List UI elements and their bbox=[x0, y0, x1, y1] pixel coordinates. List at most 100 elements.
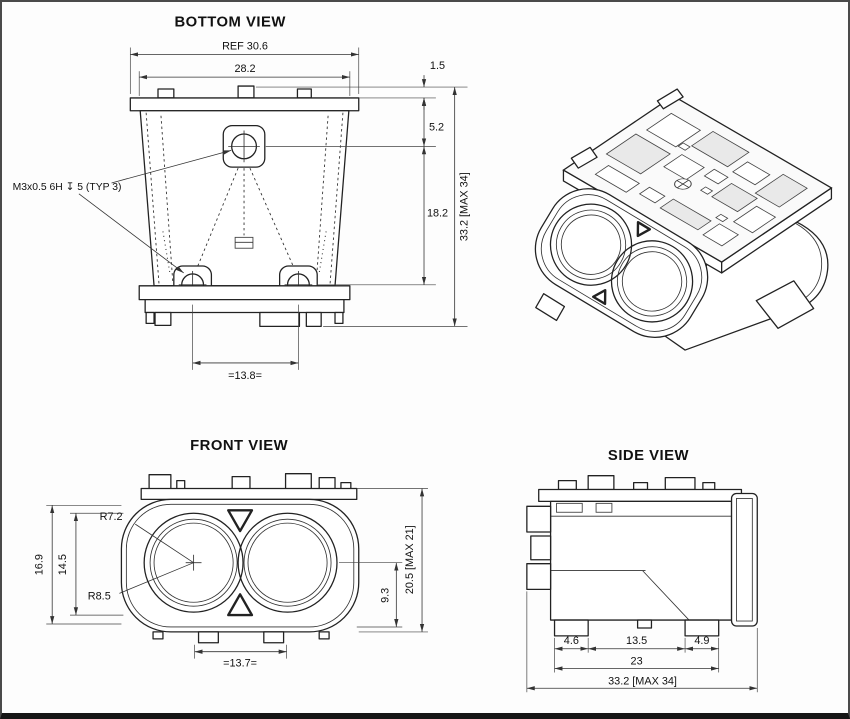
side-flange bbox=[730, 492, 758, 627]
pcb-component bbox=[645, 112, 702, 148]
dim-lens-center-to-base: 9.3 bbox=[379, 588, 391, 603]
front-body-inner-outline bbox=[125, 503, 355, 628]
bottom-top-tab bbox=[237, 85, 255, 99]
dim-height-inner: 14.5 bbox=[57, 554, 69, 575]
leader-line bbox=[111, 149, 232, 184]
front-view-title: FRONT VIEW bbox=[190, 438, 288, 454]
iso-lens-ring bbox=[560, 214, 622, 275]
dim-radius-outer: R8.5 bbox=[88, 590, 111, 602]
iso-pcb-components bbox=[594, 112, 808, 247]
side-pcb-bump bbox=[587, 475, 615, 491]
side-foot bbox=[636, 619, 653, 629]
bottom-foot bbox=[259, 311, 301, 327]
pcb-component bbox=[594, 164, 641, 193]
side-rear-block bbox=[526, 505, 552, 533]
hidden-edge bbox=[160, 115, 174, 283]
dim-overall-length: 33.2 [MAX 34] bbox=[608, 675, 677, 687]
leader-line bbox=[78, 193, 184, 274]
iso-lens-left bbox=[549, 203, 633, 286]
side-pcb-strip bbox=[538, 488, 743, 503]
pcb-component bbox=[702, 223, 740, 247]
iso-pcb-bump bbox=[570, 146, 598, 169]
front-lens-ring bbox=[153, 522, 234, 603]
side-foot bbox=[553, 619, 589, 637]
side-pcb-bump bbox=[664, 477, 696, 491]
dim-hole-top-offset: 5.2 bbox=[429, 122, 444, 134]
front-body-outline bbox=[120, 498, 360, 633]
front-pcb-strip bbox=[140, 487, 358, 501]
side-view-title: SIDE VIEW bbox=[608, 448, 689, 464]
pcb-component bbox=[715, 213, 729, 223]
bottom-view-dimensions: REF 30.6 28.2 1.5 5.2 18.2 33.2 [MAX bbox=[13, 40, 471, 381]
pcb-component bbox=[690, 130, 750, 168]
hidden-edge bbox=[145, 112, 160, 284]
dim-overall-height: 33.2 [MAX 34] bbox=[459, 172, 471, 241]
side-flange-inner bbox=[736, 497, 753, 622]
pcb-component bbox=[659, 198, 712, 231]
front-pcb-bump bbox=[231, 476, 251, 491]
front-view-drawing bbox=[120, 473, 360, 644]
front-view: FRONT VIEW bbox=[33, 438, 428, 670]
thread-callout: M3x0.5 6H ↧ 5 (TYP 3) bbox=[13, 182, 122, 193]
front-lens-ring bbox=[149, 518, 238, 607]
pcb-chip bbox=[605, 133, 671, 175]
radius-leader bbox=[119, 562, 194, 594]
pcb-component bbox=[711, 182, 758, 213]
front-lens-left bbox=[143, 512, 244, 613]
iso-lens-ring bbox=[621, 251, 683, 312]
dim-body-width: 28.2 bbox=[234, 63, 255, 75]
side-diagonal-line bbox=[642, 570, 690, 621]
pcb-component bbox=[732, 161, 771, 186]
front-triangle-mark-bottom bbox=[227, 593, 254, 617]
front-foot bbox=[197, 631, 219, 644]
front-pcb-bump bbox=[148, 474, 172, 491]
bottom-foot bbox=[145, 311, 155, 325]
front-lens-right bbox=[237, 512, 338, 613]
side-body bbox=[549, 500, 733, 621]
dim-radius-inner: R7.2 bbox=[100, 511, 123, 523]
pcb-component bbox=[732, 205, 777, 234]
dim-foot-left-width: 4.6 bbox=[564, 635, 579, 647]
side-pcb-bump bbox=[557, 479, 577, 491]
side-view-dimensions: 4.6 13.5 4.9 23 33.2 [MAX 34] bbox=[526, 591, 758, 693]
front-foot bbox=[318, 631, 330, 640]
pcb-component bbox=[677, 142, 691, 151]
pcb-component bbox=[699, 186, 714, 195]
dim-hole-vertical-spacing: 18.2 bbox=[427, 208, 448, 220]
iso-triangle-mark-bottom bbox=[591, 288, 607, 306]
bottom-view-title: BOTTOM VIEW bbox=[174, 15, 285, 31]
dim-foot-right-width: 4.9 bbox=[694, 635, 709, 647]
side-pcb-bump bbox=[702, 481, 716, 491]
iso-triangle-mark-top bbox=[636, 220, 652, 238]
bottom-view: BOTTOM VIEW bbox=[13, 15, 471, 382]
side-view-drawing bbox=[526, 475, 758, 637]
side-foot bbox=[684, 619, 720, 637]
front-pcb-bump bbox=[284, 473, 312, 491]
hidden-edge bbox=[249, 167, 295, 270]
iso-connector bbox=[755, 280, 815, 329]
side-view: SIDE VIEW bbox=[526, 448, 758, 693]
iso-face-inner-outline bbox=[540, 194, 703, 332]
bottom-base-band bbox=[144, 299, 345, 314]
dim-foot-gap: 13.5 bbox=[626, 635, 647, 647]
hidden-edge bbox=[315, 115, 329, 283]
hidden-edge bbox=[196, 167, 239, 270]
side-rear-block bbox=[530, 535, 552, 561]
bottom-foot bbox=[305, 311, 322, 327]
dim-flange-offset: 1.5 bbox=[430, 60, 445, 72]
dim-ref-width: REF 30.6 bbox=[222, 40, 268, 52]
pcb-component bbox=[638, 186, 666, 204]
hidden-edge bbox=[329, 112, 344, 284]
dim-foot-span: 23 bbox=[631, 656, 643, 668]
front-view-dimensions: 16.9 14.5 R7.2 R8.5 9.3 20.5 [MAX 21] bbox=[33, 488, 428, 670]
bottom-base-band bbox=[138, 285, 351, 301]
dim-hole-spacing: =13.7= bbox=[223, 658, 257, 670]
side-detail bbox=[595, 502, 613, 513]
iso-lens-ring bbox=[555, 209, 627, 280]
radius-leader bbox=[135, 523, 194, 564]
pcb-component bbox=[663, 154, 705, 181]
front-foot bbox=[263, 631, 285, 644]
iso-face-outline bbox=[534, 188, 709, 338]
